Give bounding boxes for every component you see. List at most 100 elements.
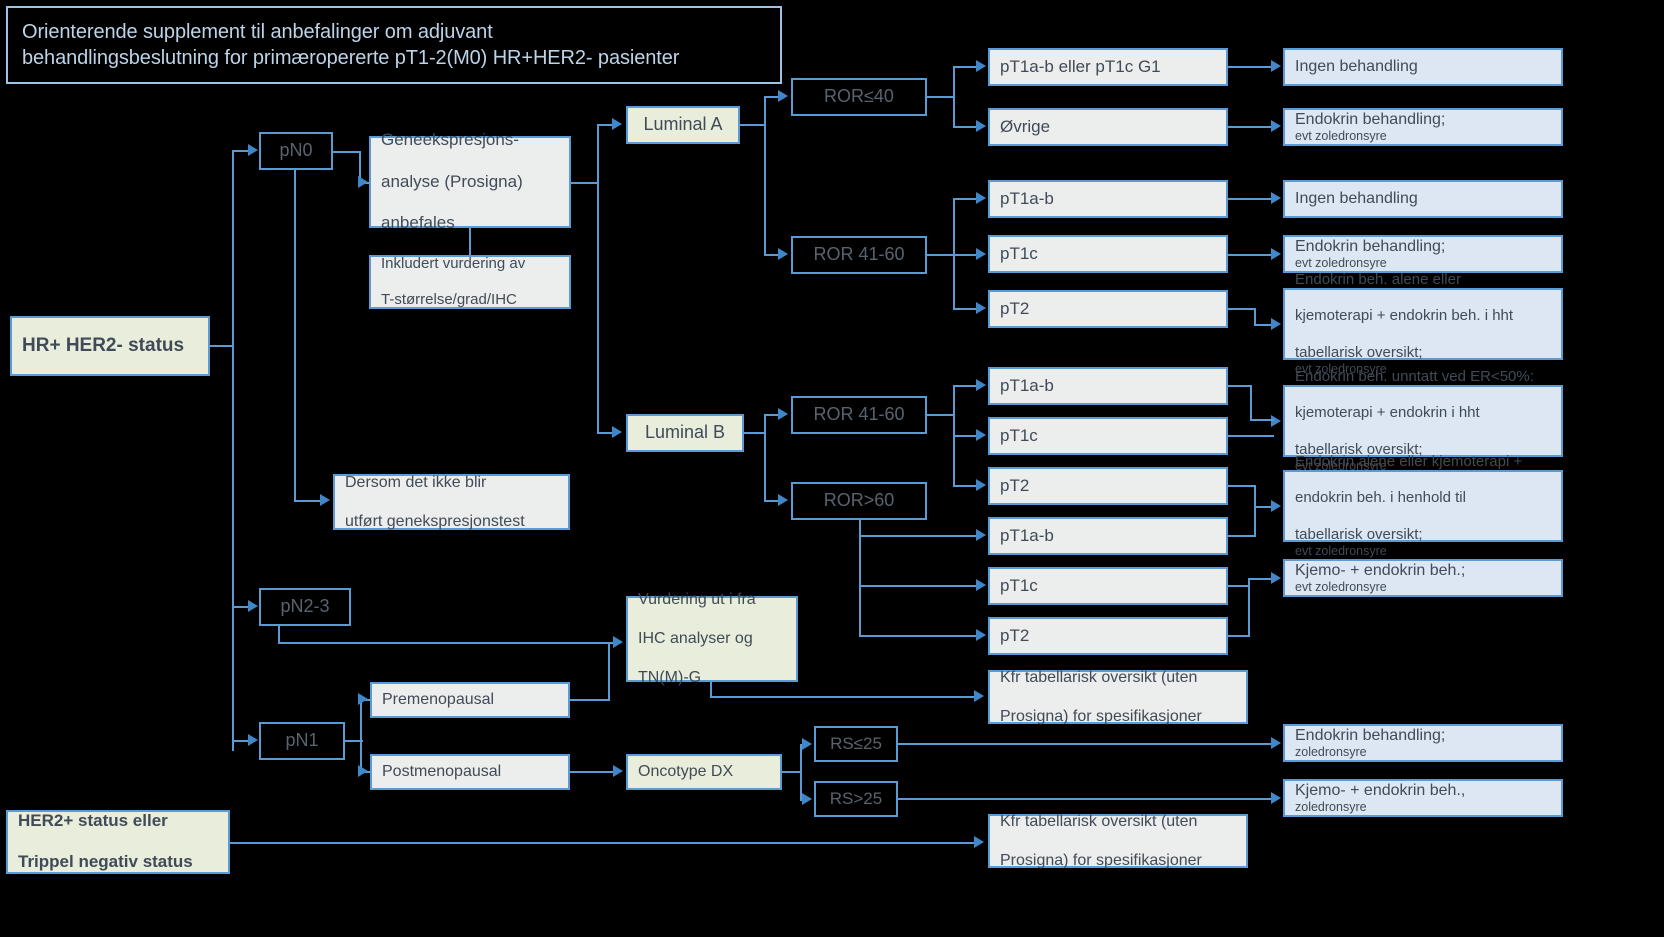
stage-a-le40-2[interactable]: Øvrige	[988, 108, 1228, 146]
treatment-endokrin-alene-eller-kjemo[interactable]: Endokrin beh. alene eller kjemoterapi + …	[1283, 271, 1563, 376]
box-rs-gt25[interactable]: RS>25	[814, 781, 898, 817]
connector	[571, 182, 599, 184]
node-pn0[interactable]: pN0	[259, 132, 333, 170]
box-luminal-b[interactable]: Luminal B	[626, 414, 744, 452]
node-pn2-3[interactable]: pN2-3	[259, 588, 351, 626]
entry-hr-her2-status[interactable]: HR+ HER2- status	[10, 316, 210, 376]
box-oncotype-dx[interactable]: Oncotype DX	[626, 754, 782, 790]
box-ror-41-60-luminal-b[interactable]: ROR 41-60	[791, 396, 927, 434]
connector	[1228, 66, 1274, 68]
connector	[927, 414, 955, 416]
arrow-icon	[778, 248, 788, 260]
connector	[570, 699, 610, 701]
connector	[953, 385, 979, 387]
connector	[710, 696, 976, 698]
connector	[230, 842, 976, 844]
connector	[1228, 635, 1250, 637]
treatment-ingen-behandling-2[interactable]: Ingen behandling	[1283, 180, 1563, 218]
connector	[764, 414, 780, 416]
stage-b-4160-1[interactable]: pT1a-b	[988, 367, 1228, 405]
arrow-icon	[802, 738, 812, 750]
connector	[1254, 507, 1256, 535]
treatment-kjemo-endokrin-evt-zoledronsyre[interactable]: Kjemo- + endokrin beh.; evt zoledronsyre	[1283, 559, 1563, 597]
arrow-icon	[248, 144, 258, 156]
arrow-icon	[613, 765, 623, 777]
connector	[953, 66, 979, 68]
box-rs-le25[interactable]: RS≤25	[814, 726, 898, 762]
stage-b-gt60-1[interactable]: pT1a-b	[988, 517, 1228, 555]
connector	[232, 740, 250, 742]
stage-a-4160-2[interactable]: pT1c	[988, 235, 1228, 273]
arrow-icon	[613, 636, 623, 648]
arrow-icon	[976, 429, 986, 441]
arrow-icon	[778, 408, 788, 420]
entry-her2-trippel-status[interactable]: HER2+ status eller Trippel negativ statu…	[6, 810, 230, 874]
title-line-1: Orienterende supplement til anbefalinger…	[22, 20, 493, 43]
connector	[764, 96, 766, 256]
box-kfr-tabellarisk-bottom[interactable]: Kfr tabellarisk oversikt (uten Prosigna)…	[988, 813, 1248, 869]
stage-b-4160-3[interactable]: pT2	[988, 467, 1228, 505]
treatment-endokrin-zoledronsyre[interactable]: Endokrin behandling; zoledronsyre	[1283, 724, 1563, 762]
box-luminal-a[interactable]: Luminal A	[626, 106, 740, 144]
arrow-icon	[1271, 792, 1281, 804]
treatment-endokrin-alene-eller-kjemo-2[interactable]: Endokrin alene eller kjemoterapi + endok…	[1283, 453, 1563, 558]
connector	[597, 124, 615, 126]
stage-b-4160-2[interactable]: pT1c	[988, 417, 1228, 455]
box-genekspresjonsanalyse[interactable]: Geneekspresjons- analyse (Prosigna) anbe…	[369, 130, 571, 232]
treatment-ingen-behandling-1[interactable]: Ingen behandling	[1283, 48, 1563, 86]
connector	[898, 798, 1274, 800]
connector	[232, 150, 250, 152]
arrow-icon	[976, 60, 986, 72]
connector	[1228, 126, 1274, 128]
box-ror-le40[interactable]: ROR≤40	[791, 78, 927, 116]
connector	[744, 432, 766, 434]
arrow-icon	[976, 192, 986, 204]
box-dersom-ikke-genekspresjonstest[interactable]: Dersom det ikke blir utført genekspresjo…	[333, 474, 570, 530]
connector	[359, 151, 361, 183]
connector	[1248, 578, 1274, 580]
arrow-icon	[974, 836, 984, 848]
stage-a-le40-1[interactable]: pT1a-b eller pT1c G1	[988, 48, 1228, 86]
connector	[1248, 578, 1250, 636]
title-text: Orienterende supplement til anbefalinger…	[22, 19, 679, 72]
box-vurdering-ihc[interactable]: Vurdering ut i fra IHC analyser og TN(M)…	[626, 591, 798, 686]
treatment-kjemo-endokrin-zoledronsyre[interactable]: Kjemo- + endokrin beh., zoledronsyre	[1283, 779, 1563, 817]
connector	[608, 642, 610, 700]
box-inkludert-vurdering[interactable]: Inkludert vurdering av T-størrelse/grad/…	[369, 255, 571, 309]
connector	[859, 535, 979, 537]
connector	[764, 500, 780, 502]
connector	[597, 124, 599, 434]
arrow-icon	[612, 426, 622, 438]
stage-b-gt60-3[interactable]: pT2	[988, 617, 1228, 655]
arrow-icon	[1271, 192, 1281, 204]
stage-b-gt60-2[interactable]: pT1c	[988, 567, 1228, 605]
connector	[1228, 198, 1274, 200]
connector	[740, 124, 766, 126]
stage-a-4160-3[interactable]: pT2	[988, 290, 1228, 328]
connector	[764, 414, 766, 502]
box-ror-gt60[interactable]: ROR>60	[791, 482, 927, 520]
arrow-icon	[248, 600, 258, 612]
box-postmenopausal[interactable]: Postmenopausal	[370, 754, 570, 790]
connector	[278, 642, 616, 644]
box-kfr-tabellarisk-top[interactable]: Kfr tabellarisk oversikt (uten Prosigna)…	[988, 669, 1248, 725]
connector	[1228, 435, 1274, 437]
treatment-endokrin-2[interactable]: Endokrin behandling; evt zoledronsyre	[1283, 235, 1563, 273]
stage-a-4160-1[interactable]: pT1a-b	[988, 180, 1228, 218]
treatment-endokrin-unntatt-er50[interactable]: Endokrin beh. unntatt ved ER<50%: kjemot…	[1283, 368, 1563, 473]
connector	[859, 635, 979, 637]
box-premenopausal[interactable]: Premenopausal	[370, 682, 570, 718]
connector	[1254, 308, 1256, 326]
her2-line-2: Trippel negativ status	[18, 852, 193, 872]
box-ror-41-60-luminal-a[interactable]: ROR 41-60	[791, 236, 927, 274]
arrow-icon	[1271, 248, 1281, 260]
connector	[953, 254, 979, 256]
arrow-icon	[1271, 120, 1281, 132]
connector	[782, 771, 802, 773]
arrow-icon	[976, 379, 986, 391]
treatment-endokrin-1[interactable]: Endokrin behandling; evt zoledronsyre	[1283, 108, 1563, 146]
connector	[360, 699, 362, 772]
node-pn1[interactable]: pN1	[259, 722, 345, 760]
connector	[859, 585, 979, 587]
